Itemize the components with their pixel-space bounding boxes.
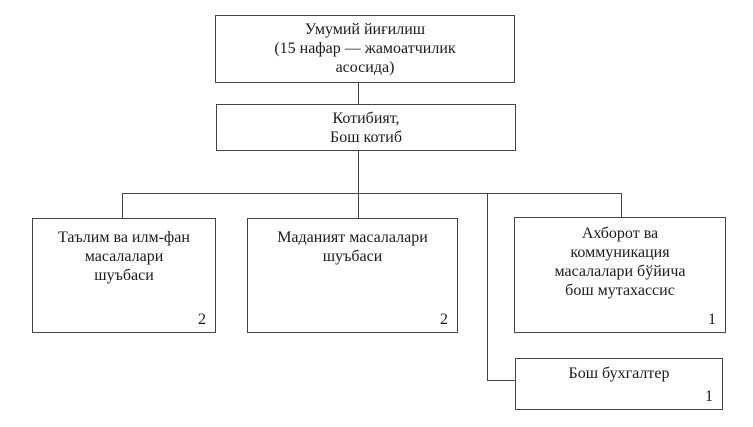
connector-accountant-horizontal	[487, 380, 515, 381]
node-chief-accountant: Бош бухгалтер 1	[515, 358, 723, 410]
text-line: бош мутахассис	[565, 282, 675, 299]
node-education-dept: Таълим ва илм-фан масалалари шуъбаси 2	[32, 218, 216, 333]
text-line: Котибият,	[332, 110, 400, 127]
connector-secretariat-center-drop	[358, 151, 359, 218]
node-information-specialist-text: Ахборот ва коммуникация масалалари бўйич…	[515, 218, 725, 300]
connector-education-drop	[122, 193, 123, 218]
text-line: Бош котиб	[330, 129, 402, 146]
text-line: шуъбаси	[94, 267, 154, 284]
staff-count: 1	[708, 311, 716, 328]
node-education-dept-text: Таълим ва илм-фан масалалари шуъбаси	[33, 219, 215, 285]
connector-accountant-vertical	[487, 193, 488, 381]
node-culture-dept: Маданият масалалари шуъбаси 2	[247, 218, 458, 333]
node-general-assembly-text: Умумий йиғилиш (15 нафар — жамоатчилик а…	[216, 16, 514, 77]
connector-information-drop	[621, 193, 622, 217]
text-line: шуъбаси	[322, 248, 383, 265]
text-line: Ахборот ва	[581, 225, 659, 242]
text-line: асосида)	[335, 59, 395, 76]
node-secretariat: Котибият, Бош котиб	[216, 104, 516, 151]
node-secretariat-text: Котибият, Бош котиб	[217, 105, 515, 147]
node-general-assembly: Умумий йиғилиш (15 нафар — жамоатчилик а…	[215, 15, 515, 83]
text-line: Умумий йиғилиш	[304, 21, 426, 38]
text-line: масалалари	[84, 248, 164, 265]
node-culture-dept-text: Маданият масалалари шуъбаси	[248, 219, 457, 266]
text-line: (15 нафар — жамоатчилик	[274, 40, 456, 57]
staff-count: 2	[198, 311, 206, 328]
staff-count: 1	[705, 388, 713, 405]
connector-assembly-secretariat	[358, 83, 359, 104]
text-line: масалалари бўйича	[554, 263, 686, 280]
node-information-specialist: Ахборот ва коммуникация масалалари бўйич…	[514, 217, 726, 333]
text-line: Маданият масалалари	[277, 229, 428, 246]
node-chief-accountant-text: Бош бухгалтер	[516, 359, 722, 383]
text-line: Таълим ва илм-фан	[58, 229, 190, 246]
staff-count: 2	[440, 311, 448, 328]
connector-main-horizontal	[122, 193, 622, 194]
text-line: коммуникация	[570, 244, 670, 261]
text-line: Бош бухгалтер	[568, 365, 670, 382]
